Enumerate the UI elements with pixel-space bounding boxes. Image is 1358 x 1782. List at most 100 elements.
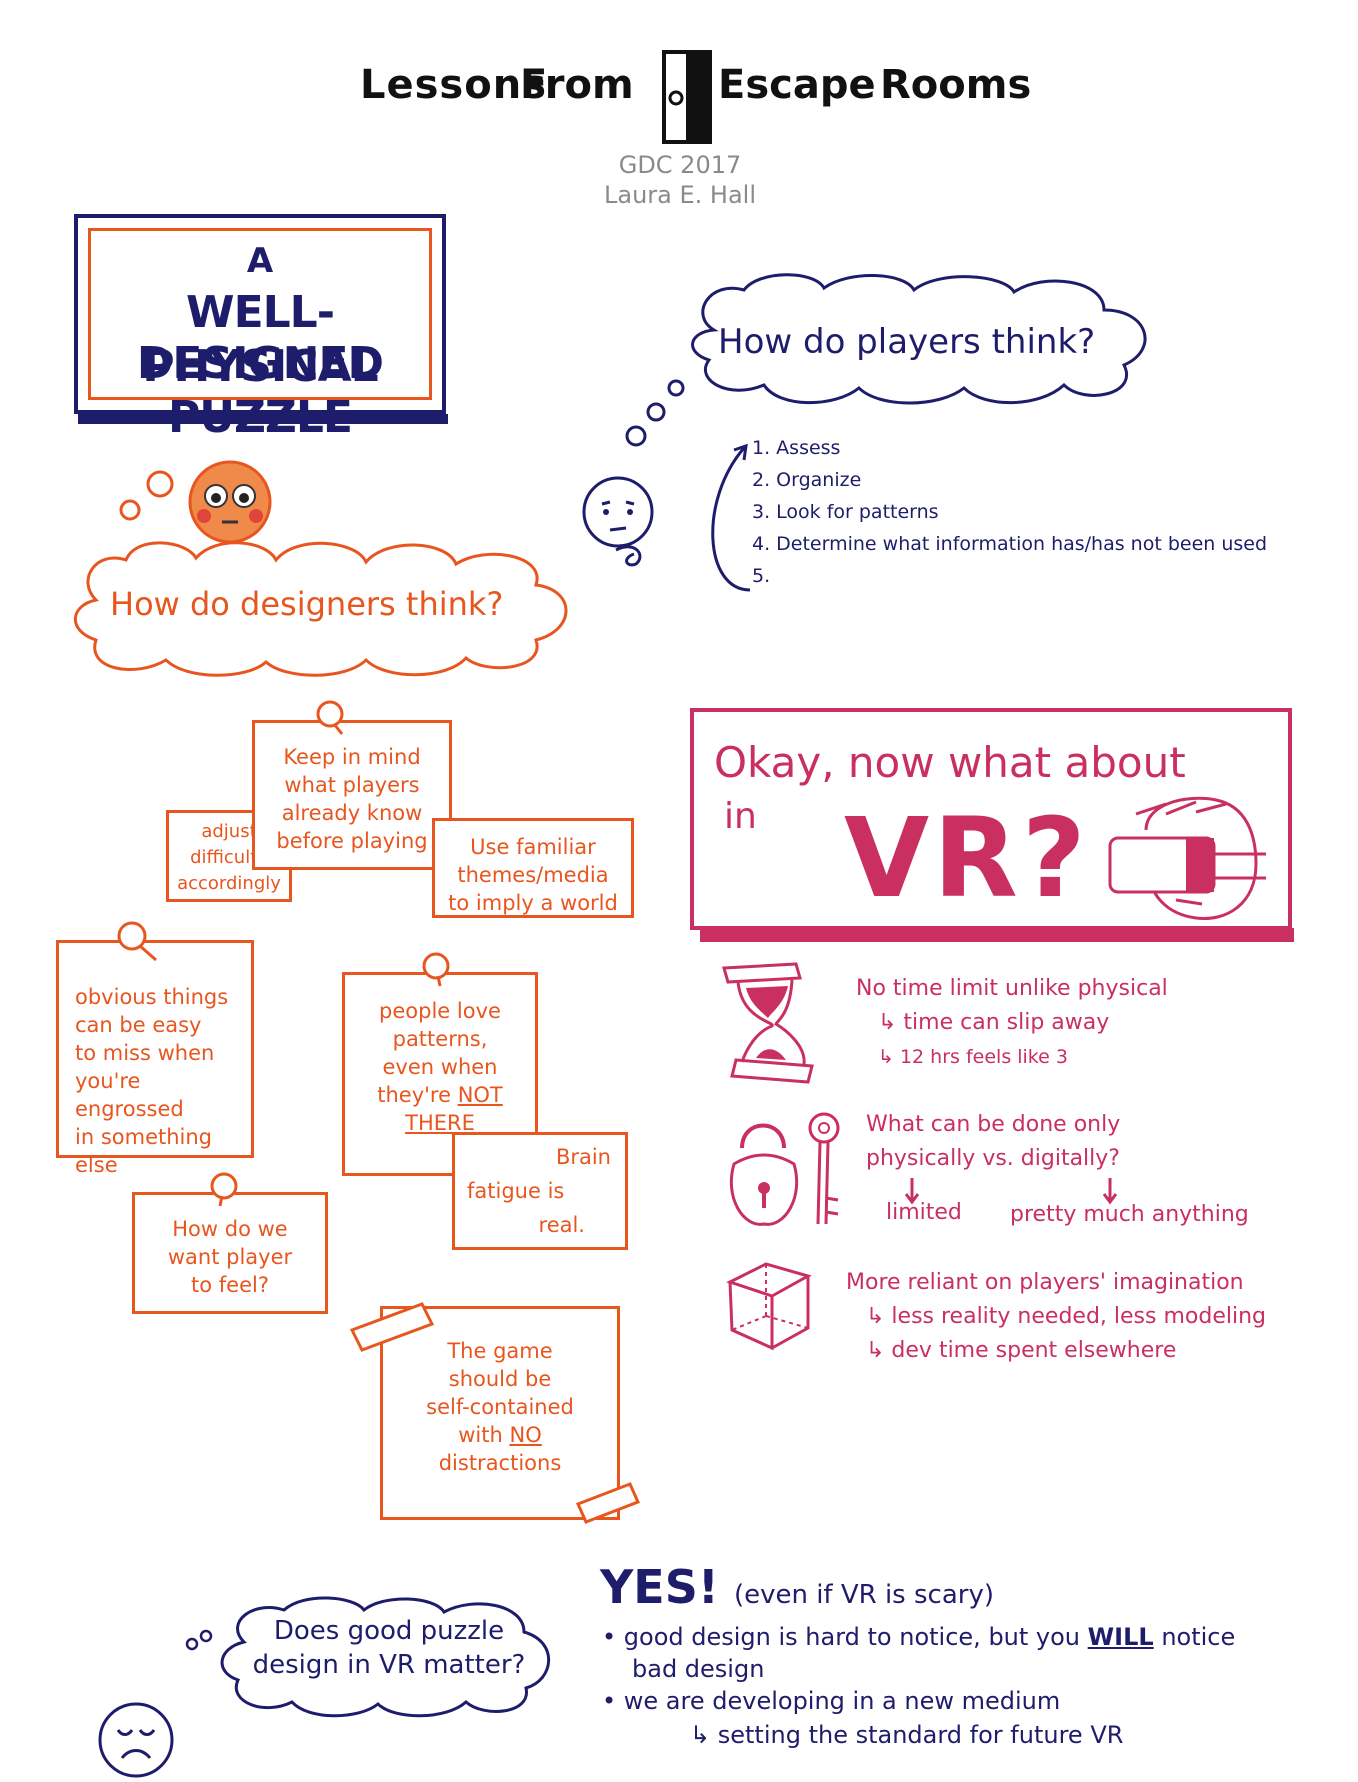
note-line: themes/media	[457, 863, 609, 887]
thinking-face-icon	[582, 476, 654, 567]
vr-point-line: ↳ time can slip away	[878, 1010, 1110, 1035]
note-line: The game	[447, 1339, 553, 1363]
title-word-lessons: Lessons	[360, 62, 547, 108]
subtitle: GDC 2017 Laura E. Hall	[560, 150, 800, 210]
note-line: even when	[382, 1055, 498, 1079]
note-line: to miss when	[75, 1041, 215, 1065]
note-line: should be	[448, 1367, 552, 1391]
thought-bubbles-player	[625, 379, 685, 447]
yes-word: YES!	[600, 1560, 719, 1614]
note-line: people love	[379, 999, 501, 1023]
vr-point-line: What can be done only	[866, 1112, 1121, 1137]
puzzle-heading-box: A WELL-DESIGNED PHYSICAL PUZZLE	[74, 214, 446, 443]
note-brain-fatigue: Brain fatigue is real.	[452, 1132, 628, 1250]
vr-heading-big: VR?	[844, 794, 1090, 922]
vr-point-line: ↳ dev time spent elsewhere	[866, 1338, 1177, 1363]
cycle-arrow-icon	[711, 443, 751, 592]
bullet-text: notice	[1161, 1623, 1236, 1651]
puzzle-heading-line3: PHYSICAL PUZZLE	[142, 341, 378, 443]
vr-point-limited: limited	[886, 1200, 962, 1225]
sad-face-icon	[98, 1629, 213, 1778]
players-steps-list: 1. Assess 2. Organize 3. Look for patter…	[752, 432, 1267, 592]
players-thought-text: How do players think?	[718, 322, 1096, 362]
note-line: adjust	[201, 821, 257, 842]
door-icon	[662, 50, 712, 144]
vr-point-line: ↳ 12 hrs feels like 3	[878, 1046, 1068, 1068]
puzzle-heading-shadow	[78, 414, 448, 424]
tape-icon	[349, 1302, 435, 1352]
vr-headset-icon	[1108, 796, 1266, 921]
note-line: patterns,	[392, 1027, 488, 1051]
yes-note: (even if VR is scary)	[733, 1580, 994, 1610]
note-how-feel: How do we want player to feel?	[132, 1192, 328, 1314]
matter-line: Does good puzzle	[273, 1616, 505, 1646]
note-line: they're NOT	[345, 1081, 535, 1109]
puzzle-heading-inner: A WELL-DESIGNED PHYSICAL PUZZLE	[88, 228, 432, 443]
pushpin-icon	[316, 700, 344, 735]
hourglass-icon	[722, 962, 814, 1084]
players-thought-cloud	[691, 273, 1147, 405]
players-step: 3. Look for patterns	[752, 501, 939, 523]
puzzle-heading-line1: A	[246, 241, 274, 281]
note-line: difficulty	[190, 847, 268, 868]
note-line: obvious things	[75, 985, 229, 1009]
pushpin-icon	[210, 1172, 238, 1207]
pushpin-icon	[422, 952, 450, 987]
players-step: 5.	[752, 565, 771, 587]
players-step: 2. Organize	[752, 469, 862, 491]
players-step: 4. Determine what information has/has no…	[752, 533, 1268, 555]
pushpin-icon	[117, 921, 157, 962]
vr-point-line: No time limit unlike physical	[856, 976, 1168, 1001]
bullet-good-design-cont: bad design	[632, 1655, 765, 1683]
vr-heading-shadow	[700, 928, 1294, 942]
bullet-good-design: • good design is hard to notice, but you…	[602, 1622, 1235, 1652]
vr-point-anything: pretty much anything	[1010, 1202, 1249, 1227]
note-self-contained: The game should be self-contained with N…	[380, 1306, 620, 1520]
tape-icon	[575, 1482, 641, 1524]
bullet-emphasis: WILL	[1087, 1623, 1154, 1651]
note-line: already know	[281, 801, 423, 825]
matter-line: design in VR matter?	[252, 1650, 526, 1680]
note-line: want player	[167, 1245, 293, 1269]
title-word-rooms: Rooms	[880, 62, 1032, 108]
subtitle-author: Laura E. Hall	[603, 181, 756, 209]
note-line: can be easy	[75, 1013, 202, 1037]
vr-point-imagination: More reliant on players' imagination ↳ l…	[846, 1266, 1266, 1368]
vr-point-line: ↳ less reality needed, less modeling	[866, 1304, 1266, 1329]
note-line: real.	[538, 1213, 585, 1237]
designers-thought-cloud	[73, 541, 568, 677]
vr-heading-line2: in	[724, 796, 757, 837]
title-word-from: From	[520, 62, 634, 108]
page-title: Lessons From Escape Rooms	[0, 48, 1358, 144]
note-line: accordingly	[177, 873, 281, 894]
puzzle-heading-line2: WELL-DESIGNED	[136, 287, 384, 389]
vr-point-line: More reliant on players' imagination	[846, 1270, 1244, 1295]
note-line: you're engrossed	[75, 1069, 184, 1121]
matter-thought-text: Does good puzzle design in VR matter?	[244, 1614, 534, 1682]
note-line: Brain	[555, 1145, 611, 1169]
note-line: Keep in mind	[283, 745, 421, 769]
players-step: 1. Assess	[752, 437, 841, 459]
note-word-emphasis: NOT	[457, 1083, 503, 1107]
vr-heading-box: Okay, now what about in VR?	[690, 708, 1292, 930]
note-word-emphasis: NO	[509, 1423, 542, 1447]
note-familiar-themes: Use familiar themes/media to imply a wor…	[432, 818, 634, 918]
vr-point-line: physically vs. digitally?	[866, 1146, 1120, 1171]
bullet-text: • good design is hard to notice, but you	[602, 1623, 1081, 1651]
note-line: to imply a world	[448, 891, 618, 915]
subtitle-event: GDC 2017	[618, 151, 742, 179]
worried-face-icon	[188, 460, 272, 544]
vr-point-time: No time limit unlike physical ↳ time can…	[856, 972, 1168, 1074]
designers-thought-text: How do designers think?	[110, 585, 504, 623]
note-line-emphasis: THERE	[405, 1111, 475, 1135]
bullet-new-medium-sub: ↳ setting the standard for future VR	[690, 1721, 1124, 1749]
note-word: with	[458, 1423, 503, 1447]
note-line: How do we	[172, 1217, 288, 1241]
thought-bubbles-designer	[119, 470, 174, 521]
note-line: self-contained	[426, 1395, 574, 1419]
note-line: fatigue is	[467, 1179, 565, 1203]
cube-icon	[726, 1262, 812, 1351]
note-keep-in-mind: Keep in mind what players already know b…	[252, 720, 452, 870]
lock-and-key-icon	[729, 1112, 840, 1226]
note-line: Use familiar	[470, 835, 596, 859]
